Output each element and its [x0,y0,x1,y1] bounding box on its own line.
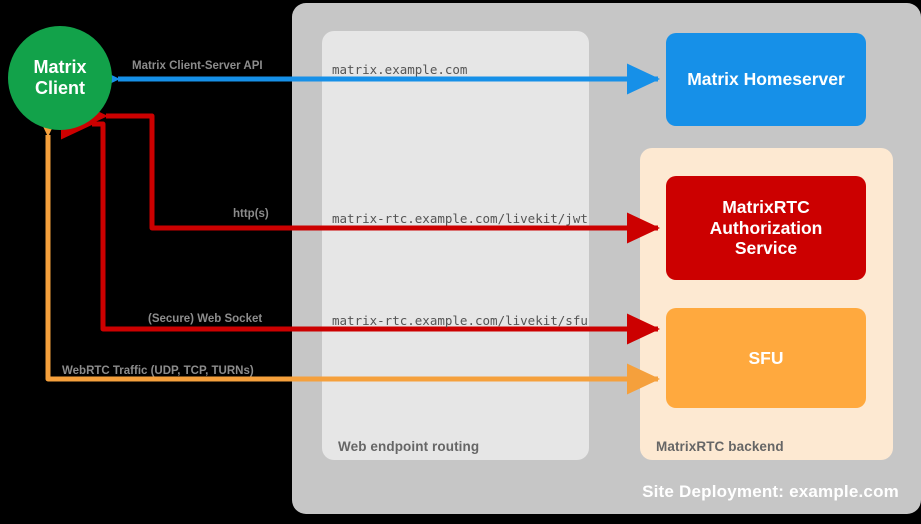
caption-matrixrtc-backend: MatrixRTC backend [656,439,784,454]
connector-label-webrtc-traffic: WebRTC Traffic (UDP, TCP, TURNs) [62,365,254,377]
node-matrix-client-label-line2: Client [34,78,85,98]
node-auth-label-line2: Authorization [709,217,823,238]
node-matrix-client[interactable]: Matrix Client [8,26,112,130]
endpoint-label-livekit-sfu: matrix-rtc.example.com/livekit/sfu [332,313,588,328]
node-auth-label-line1: MatrixRTC [722,197,810,218]
connector-label-secure-websocket: (Secure) Web Socket [148,313,263,325]
node-matrix-client-label-line1: Matrix [33,56,87,77]
node-sfu[interactable]: SFU [666,308,866,408]
connector-label-client-server-api: Matrix Client-Server API [132,60,263,72]
caption-site-deployment: Site Deployment: example.com [642,482,899,501]
endpoint-label-livekit-jwt: matrix-rtc.example.com/livekit/jwt [332,211,588,226]
node-auth-label-line3: Service [734,238,798,259]
endpoint-label-matrix-example-com: matrix.example.com [332,62,468,77]
connector-label-http-jwt: http(s) [233,208,269,220]
caption-web-endpoint-routing: Web endpoint routing [338,439,480,454]
node-sfu-label: SFU [748,347,784,368]
node-matrixrtc-authorization-service[interactable]: MatrixRTC Authorization Service [666,176,866,280]
panel-web-endpoint-routing [322,31,589,460]
node-matrix-homeserver-label: Matrix Homeserver [687,69,845,90]
node-matrix-homeserver[interactable]: Matrix Homeserver [666,33,866,126]
